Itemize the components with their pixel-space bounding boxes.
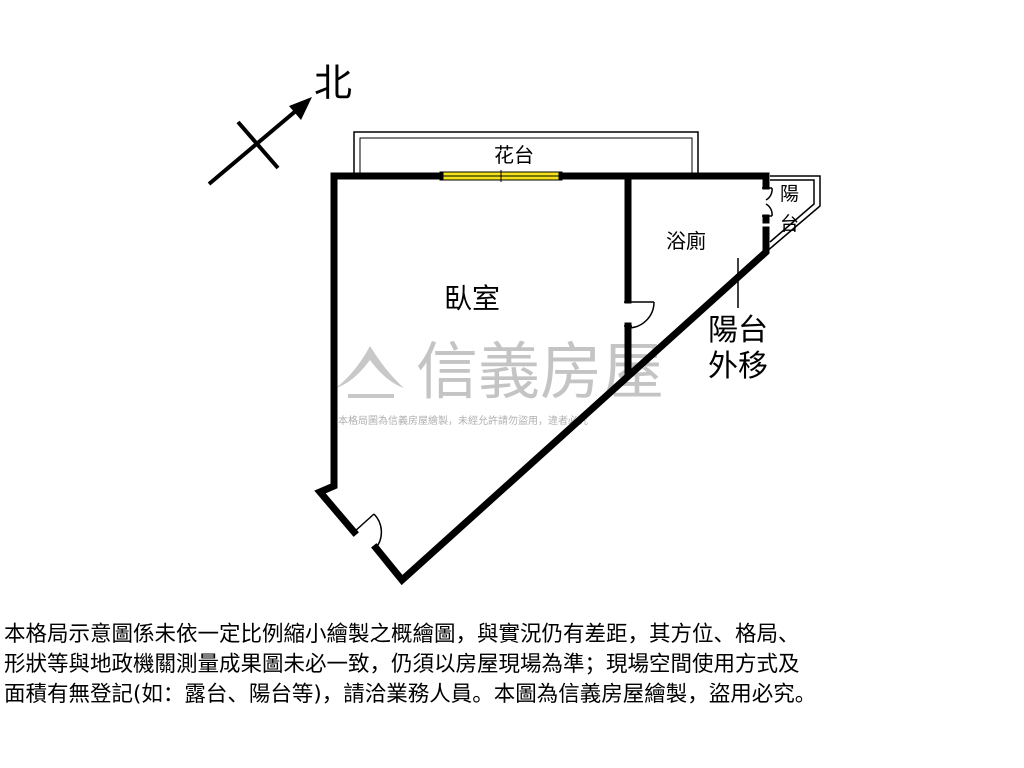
wall-west [314,172,444,537]
balcony-small-label-2: 台 [780,213,799,235]
planter: 花台 [353,131,699,177]
disclaimer-line-1: 本格局示意圖係未依一定比例縮小繪製之概繪圖，與實況仍有差距，其方位、格局、 [4,622,800,647]
window [439,170,563,182]
door-balcony [762,187,773,217]
watermark: 信義房屋 本格局圖為信義房屋繪製，未經允許請勿盜用，違者必究 [336,335,664,427]
disclaimer: 本格局示意圖係未依一定比例縮小繪製之概繪圖，與實況仍有差距，其方位、格局、 形狀… [4,620,1020,710]
brand-logo-icon [336,346,404,398]
bathroom-label: 浴廁 [666,229,706,253]
watermark-brand: 信義房屋 [416,335,664,408]
north-arrow-icon [289,97,312,120]
disclaimer-line-3: 面積有無登記(如：露台、陽台等)，請洽業務人員。本圖為信義房屋繪製，盜用必究。 [4,682,817,707]
bedroom-label: 臥室 [444,282,500,315]
disclaimer-line-2: 形狀等與地政機關測量成果圖未必一致，仍須以房屋現場為準；現場空間使用方式及 [4,652,800,677]
compass: 北 [207,61,352,186]
floor-plan: 信義房屋 本格局圖為信義房屋繪製，未經允許請勿盜用，違者必究 北 花台 [207,61,821,586]
door-bedroom [624,301,655,329]
wall-diagonal [371,226,770,586]
door-entrance [353,513,383,549]
compass-cross [236,120,280,170]
planter-label: 花台 [494,143,534,167]
north-label: 北 [314,61,352,105]
balcony-moved-label-2: 外移 [708,349,768,384]
walls [314,172,770,586]
balcony-moved-label-1: 陽台 [708,313,768,348]
balcony-small-label-1: 陽 [780,183,799,205]
balcony-small [765,175,821,253]
watermark-notice: 本格局圖為信義房屋繪製，未經允許請勿盜用，違者必究 [338,414,588,427]
wall-north [558,172,770,190]
